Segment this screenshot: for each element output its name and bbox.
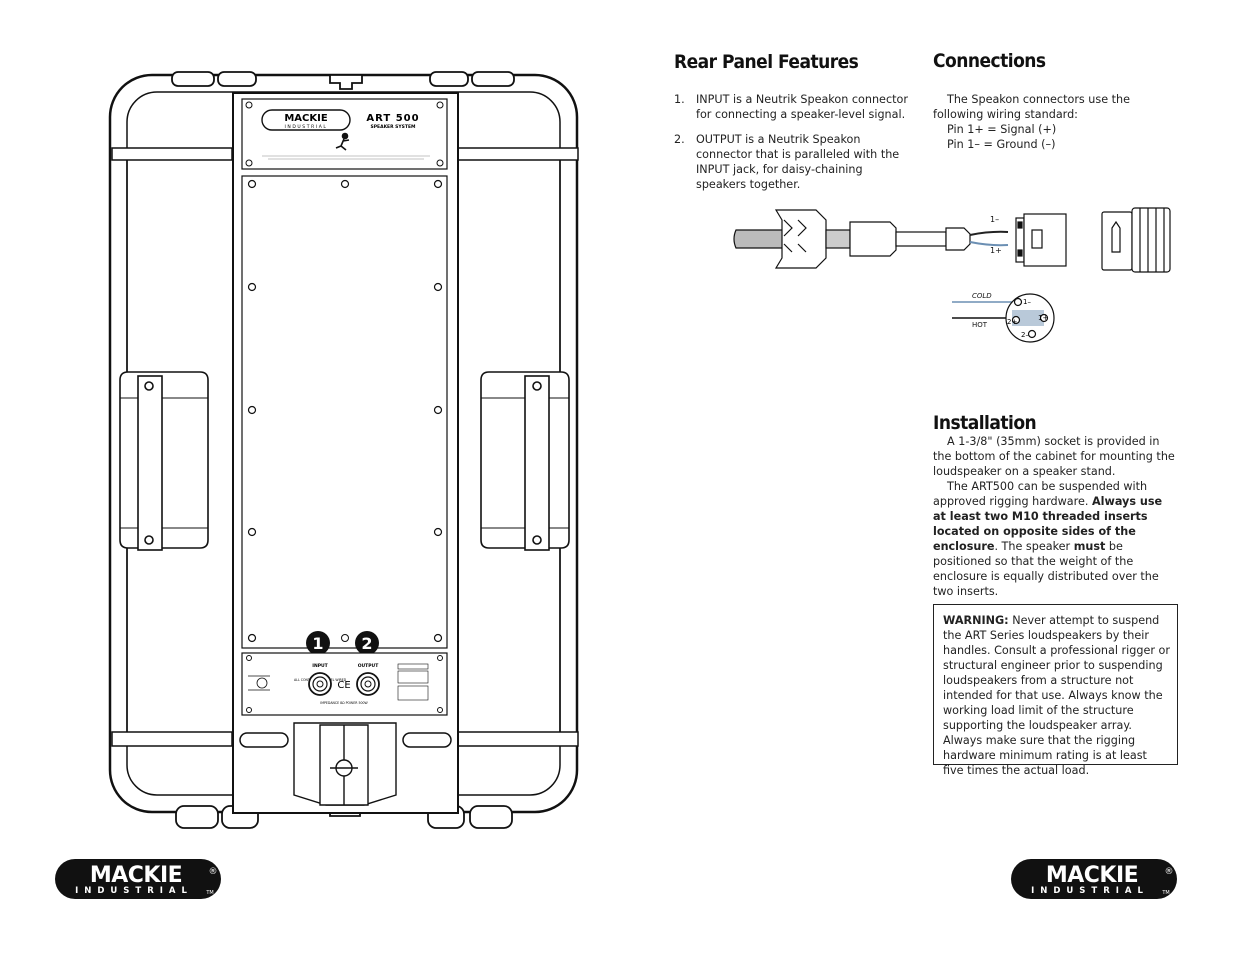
- right-handle: [480, 371, 570, 551]
- wire-plus-label: 1+: [990, 246, 1002, 255]
- svg-text:®: ®: [209, 867, 218, 877]
- list-item-number: 1.: [674, 93, 685, 106]
- svg-text:TM: TM: [1161, 890, 1169, 896]
- input-jack-icon: [308, 672, 332, 696]
- pin-ground-text: Pin 1– = Ground (–): [947, 138, 1056, 151]
- bottom-slots: [239, 732, 452, 748]
- screw-icon: [433, 282, 443, 292]
- screw-icon: [247, 527, 257, 537]
- cable-icon: [733, 209, 1009, 269]
- list-item-text: INPUT is a Neutrik Speakon connector for…: [696, 93, 908, 121]
- pin-2-minus-label: 2–: [1021, 331, 1029, 339]
- installation-paragraph-1: A 1-3/8" (35mm) socket is provided in th…: [933, 435, 1175, 478]
- screw-icon: [340, 179, 350, 189]
- connections-intro: The Speakon connectors use the following…: [933, 93, 1131, 121]
- screw-icon: [247, 179, 257, 189]
- screw-icon: [433, 179, 443, 189]
- input-label: INPUT: [312, 663, 328, 669]
- rear-panel-features-heading: Rear Panel Features: [674, 51, 859, 73]
- mackie-industrial-logo-left: MACKIE INDUSTRIAL ® TM: [55, 859, 221, 899]
- callout-2: 2: [355, 631, 379, 655]
- speakon-wiring-diagram: 1– 1+ COLD HOT 1– 1+ 2+ 2–: [733, 207, 1171, 343]
- side-rails: [111, 147, 579, 747]
- svg-text:MACKIE: MACKIE: [1046, 863, 1138, 888]
- installation-p2-c: be positioned so that the weight of the …: [933, 540, 1159, 598]
- hot-label: HOT: [972, 321, 988, 329]
- running-man-logo: [335, 132, 350, 151]
- list-item: 1. INPUT is a Neutrik Speakon connector …: [674, 92, 914, 122]
- list-item-number: 2.: [674, 133, 685, 146]
- speakon-housing-icon: [1101, 207, 1171, 273]
- mackie-industrial-logo-right: MACKIE INDUSTRIAL ® TM: [1011, 859, 1177, 899]
- screw-icon: [433, 405, 443, 415]
- badge-model-text: ART 500: [366, 113, 419, 124]
- impedance-text: IMPEDANCE 8Ω POWER 500W: [320, 701, 368, 705]
- cold-label: COLD: [972, 292, 992, 300]
- speaker-rear-panel-illustration: MACKIE INDUSTRIAL ART 500 SPEAKER SYSTEM…: [108, 71, 579, 829]
- screw-icon: [433, 633, 443, 643]
- installation-heading: Installation: [933, 412, 1037, 434]
- svg-text:MACKIE: MACKIE: [90, 863, 182, 888]
- output-jack-icon: [356, 672, 380, 696]
- wire-minus-label: 1–: [990, 215, 999, 224]
- top-feet: [171, 71, 515, 90]
- screw-icon: [247, 282, 257, 292]
- speakon-plug-icon: [1015, 213, 1067, 267]
- warning-box: WARNING: Never attempt to suspend the AR…: [933, 604, 1178, 777]
- svg-text:2: 2: [361, 634, 372, 653]
- pin-signal-text: Pin 1+ = Signal (+): [947, 123, 1057, 136]
- plate-screws: [247, 179, 443, 643]
- badge-brand-sub-text: INDUSTRIAL: [284, 124, 327, 130]
- badge-brand-text: MACKIE: [284, 113, 327, 124]
- connections-text: The Speakon connectors use the following…: [933, 92, 1178, 152]
- amplifier-plate: [241, 175, 448, 649]
- rear-panel-features-list: 1. INPUT is a Neutrik Speakon connector …: [674, 92, 914, 202]
- left-handle: [119, 371, 209, 551]
- pin-1-plus-label: 1+: [1038, 314, 1048, 322]
- installation-p2-a: The ART500 can be suspended with approve…: [933, 480, 1148, 508]
- svg-text:1: 1: [312, 634, 323, 653]
- installation-p2-bold: Always use at least two M10 threaded ins…: [933, 495, 1163, 553]
- list-item: 2. OUTPUT is a Neutrik Speakon connector…: [674, 132, 914, 192]
- svg-text:INDUSTRIAL: INDUSTRIAL: [75, 886, 193, 896]
- output-label: OUTPUT: [358, 663, 380, 669]
- badge-model-sub-text: SPEAKER SYSTEM: [370, 124, 416, 130]
- warning-label: WARNING:: [943, 614, 1009, 627]
- connections-heading: Connections: [933, 50, 1046, 72]
- installation-paragraph-2: The ART500 can be suspended with approve…: [933, 479, 1178, 599]
- ce-mark: CE: [337, 680, 350, 691]
- pin-1-minus-label: 1–: [1023, 298, 1031, 306]
- svg-text:TM: TM: [205, 890, 213, 896]
- speakon-pinout-icon: [1005, 293, 1055, 343]
- warning-text: Never attempt to suspend the ART Series …: [943, 614, 1170, 777]
- model-badge: MACKIE INDUSTRIAL ART 500 SPEAKER SYSTEM: [241, 98, 448, 170]
- screw-icon: [433, 527, 443, 537]
- callout-1: 1: [306, 631, 330, 655]
- installation-p2-b: . The speaker: [994, 540, 1074, 553]
- installation-text: A 1-3/8" (35mm) socket is provided in th…: [933, 434, 1178, 599]
- wiring-diagram-icon: [248, 675, 270, 691]
- installation-p2-must: must: [1073, 540, 1106, 553]
- svg-text:®: ®: [1165, 867, 1174, 877]
- screw-icon: [247, 405, 257, 415]
- pole-socket: [293, 722, 397, 806]
- center-screw-icon: [341, 634, 349, 642]
- pin-2-plus-label: 2+: [1007, 318, 1017, 326]
- screw-icon: [247, 633, 257, 643]
- svg-text:INDUSTRIAL: INDUSTRIAL: [1031, 886, 1149, 896]
- connector-plate: ALL CONTACTS PARALLEL WIRED INPUT OUTPUT…: [241, 652, 448, 716]
- list-item-text: OUTPUT is a Neutrik Speakon connector th…: [696, 133, 900, 191]
